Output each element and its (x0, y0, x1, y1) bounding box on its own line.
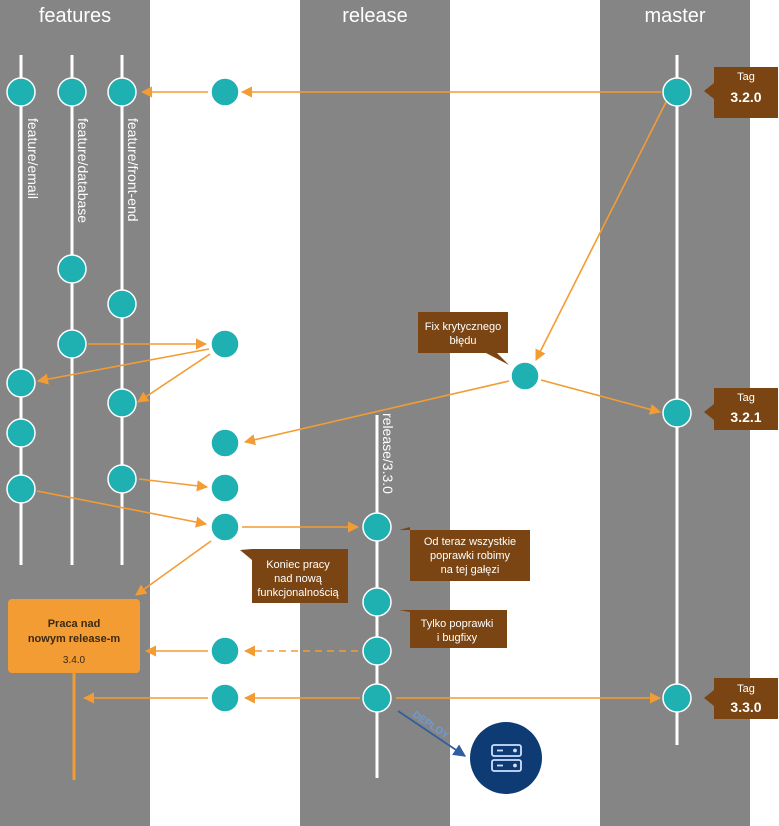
commit-master-3-3-0 (662, 683, 692, 713)
commit-develop-7 (210, 683, 240, 713)
commit-front-end-4 (107, 464, 137, 494)
note-hotfix-line-2: błędu (450, 335, 477, 347)
commit-database-2 (57, 254, 87, 284)
note-end-of-work-line-3: funkcjonalnością (257, 587, 339, 599)
commit-hotfix (510, 361, 540, 391)
lane-release-title: release (342, 5, 408, 27)
commit-master-3-2-1 (662, 398, 692, 428)
new-release-version: 3.4.0 (63, 655, 86, 666)
branch-label-feature-email: feature/email (25, 118, 41, 199)
arrow-develop-to-email (36, 348, 210, 385)
commit-develop-6 (210, 636, 240, 666)
arrow-develop-to-front-end-2 (137, 353, 211, 403)
tag-3-3-0-version: 3.3.0 (730, 699, 761, 715)
tag-3-2-1-version: 3.2.1 (730, 409, 761, 425)
commit-front-end-1 (107, 77, 137, 107)
new-release-title-line-1: Praca nad (48, 618, 101, 630)
commit-release-1 (362, 512, 392, 542)
note-end-of-work-line-1: Koniec pracy (266, 559, 330, 571)
arrow-hotfix-to-master (540, 379, 662, 415)
commit-release-2 (362, 587, 392, 617)
branch-label-release: release/3.3.0 (380, 413, 396, 494)
commit-release-4 (362, 683, 392, 713)
commit-front-end-2 (107, 289, 137, 319)
commit-email-3 (6, 418, 36, 448)
server-icon (491, 744, 522, 772)
commits (6, 77, 692, 713)
merge-arrows (36, 86, 667, 704)
note-end-of-work: Koniec pracy nad nową funkcjonalnością (240, 549, 348, 603)
lane-master-title: master (644, 5, 705, 27)
note-from-now-line-3: na tej gałęzi (441, 564, 500, 576)
commit-front-end-3 (107, 388, 137, 418)
arrow-develop-to-new-release (135, 540, 212, 596)
note-end-of-work-line-2: nad nową (274, 573, 323, 585)
note-from-now: Od teraz wszystkie poprawki robimy na te… (399, 527, 530, 581)
note-hotfix: Fix krytycznego błędu (418, 312, 509, 365)
deploy-arrow (397, 710, 467, 757)
commit-release-3 (362, 636, 392, 666)
tag-3-2-1: Tag 3.2.1 (704, 388, 778, 430)
commit-develop-1 (210, 77, 240, 107)
commit-develop-3 (210, 428, 240, 458)
tag-3-2-1-label: Tag (737, 392, 755, 404)
commit-database-3 (57, 329, 87, 359)
deploy-server (470, 722, 542, 794)
commit-email-1 (6, 77, 36, 107)
note-only-fixes-line-2: i bugfixy (437, 632, 478, 644)
branch-label-feature-front-end: feature/front-end (125, 118, 141, 222)
tag-3-2-0-version: 3.2.0 (730, 89, 761, 105)
note-from-now-line-1: Od teraz wszystkie (424, 536, 516, 548)
deploy-server-circle (470, 722, 542, 794)
note-hotfix-line-1: Fix krytycznego (425, 321, 501, 333)
arrow-email-to-develop (36, 490, 208, 528)
commit-email-2 (6, 368, 36, 398)
tag-3-2-0: Tag 3.2.0 (704, 67, 778, 118)
arrow-master-to-hotfix (535, 101, 667, 362)
note-from-now-line-2: poprawki robimy (430, 550, 511, 562)
commit-database-1 (57, 77, 87, 107)
branch-label-feature-database: feature/database (75, 118, 91, 223)
commit-email-4 (6, 474, 36, 504)
commit-develop-5 (210, 512, 240, 542)
arrow-front-end-to-develop (138, 478, 209, 492)
commit-master-3-2-0 (662, 77, 692, 107)
tag-3-2-0-label: Tag (737, 71, 755, 83)
tag-3-3-0-label: Tag (737, 683, 755, 695)
arrow-hotfix-to-develop (243, 380, 510, 446)
new-release-box: Praca nad nowym release-m 3.4.0 (8, 599, 140, 673)
note-only-fixes-line-1: Tylko poprawki (421, 618, 494, 630)
tag-3-3-0: Tag 3.3.0 (704, 678, 778, 719)
commit-develop-2 (210, 329, 240, 359)
commit-develop-4 (210, 473, 240, 503)
lane-features-title: features (39, 5, 111, 27)
new-release-title-line-2: nowym release-m (28, 633, 121, 645)
note-only-fixes: Tylko poprawki i bugfixy (399, 610, 507, 648)
